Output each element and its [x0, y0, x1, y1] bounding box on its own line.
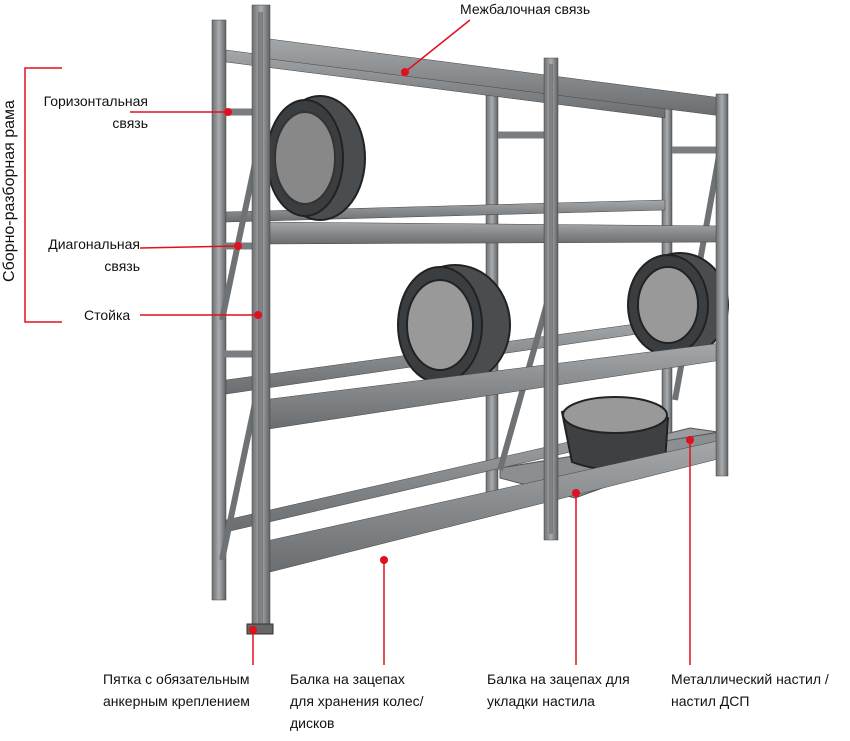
label-diagonal-tie: Диагональная связь — [48, 236, 140, 274]
label-wheel-beam: Балка на зацепах для хранения колес/ дис… — [290, 671, 424, 731]
label-foot: Пятка с обязательным анкерным креплением — [103, 671, 250, 709]
annotation-dots — [224, 68, 694, 634]
label-deck: Металлический настил / настил ДСП — [671, 671, 829, 709]
label-upright: Стойка — [84, 307, 131, 323]
label-deck-beam: Балка на зацепах для укладки настила — [487, 671, 630, 709]
frame-bracket-label: Сборно-разборная рама — [1, 100, 18, 282]
wheel-discs — [266, 95, 729, 471]
base-plate — [246, 623, 274, 635]
label-interbeam-tie: Межбалочная связь — [460, 1, 591, 17]
annotation-lines — [24, 19, 691, 665]
label-horizontal-tie: Горизонтальная связь — [43, 93, 148, 131]
